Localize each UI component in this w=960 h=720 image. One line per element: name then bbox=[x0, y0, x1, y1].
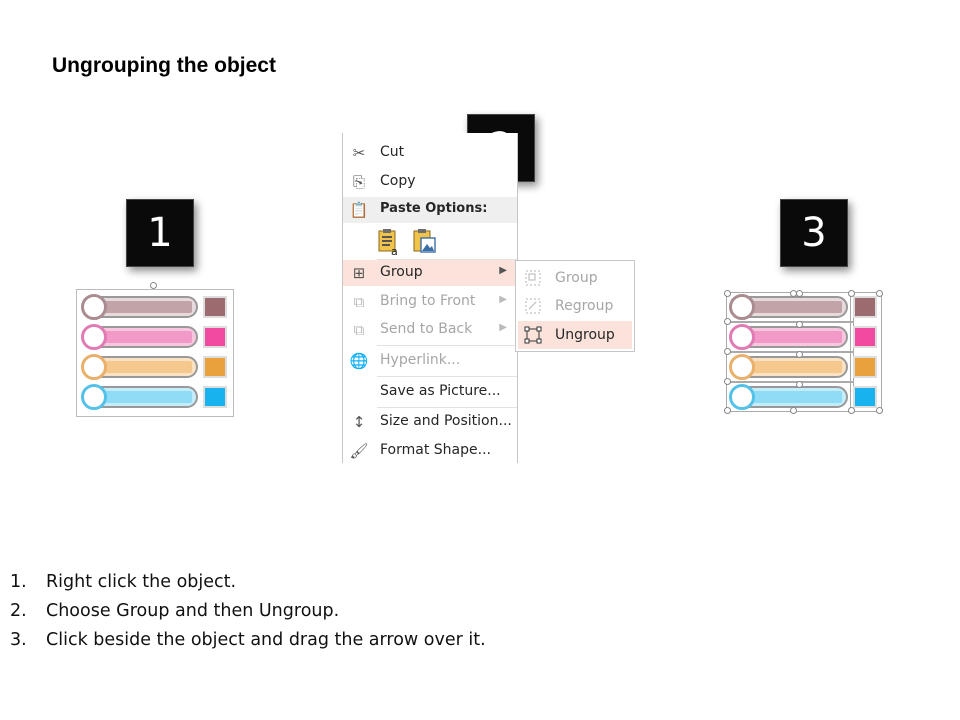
step-badge-3: 3 bbox=[780, 199, 848, 267]
resize-handle[interactable] bbox=[724, 290, 731, 297]
bar-blue bbox=[84, 386, 198, 408]
hyperlink-icon: 🌐 bbox=[349, 352, 369, 370]
format-shape-icon: 🖌 bbox=[349, 442, 369, 460]
menu-item-cut[interactable]: ✂ Cut bbox=[343, 140, 517, 166]
send-to-back-icon: ⧉ bbox=[353, 321, 365, 339]
paste-options-header: 📋 Paste Options: bbox=[343, 197, 517, 223]
square-blue bbox=[853, 386, 877, 408]
resize-handle[interactable] bbox=[796, 381, 803, 388]
resize-handle[interactable] bbox=[876, 290, 883, 297]
context-menu: ✂ Cut ⎘ Copy 📋 Paste Options: a ⊞ Group … bbox=[342, 133, 518, 463]
instruction-steps: 1.Right click the object. 2.Choose Group… bbox=[10, 568, 486, 655]
menu-separator bbox=[377, 407, 517, 408]
resize-handle[interactable] bbox=[848, 290, 855, 297]
svg-text:a: a bbox=[391, 245, 398, 257]
circle-orange bbox=[729, 354, 755, 380]
bar-brown bbox=[84, 296, 198, 318]
circle-blue bbox=[729, 384, 755, 410]
resize-handle[interactable] bbox=[876, 407, 883, 414]
group-submenu: Group Regroup Ungroup bbox=[515, 260, 635, 352]
step-badge-1: 1 bbox=[126, 199, 194, 267]
step-row: 1.Right click the object. bbox=[10, 572, 237, 592]
grouped-object[interactable] bbox=[76, 282, 234, 418]
rotate-handle[interactable] bbox=[150, 282, 157, 289]
resize-handle[interactable] bbox=[790, 407, 797, 414]
menu-separator bbox=[377, 259, 517, 260]
resize-handle[interactable] bbox=[724, 407, 731, 414]
square-brown bbox=[203, 296, 227, 318]
circle-orange bbox=[81, 354, 107, 380]
bar-brown bbox=[732, 296, 848, 318]
copy-icon: ⎘ bbox=[352, 173, 365, 191]
square-orange bbox=[853, 356, 877, 378]
bring-to-front-icon: ⧉ bbox=[353, 293, 365, 311]
circle-brown bbox=[81, 294, 107, 320]
ungroup-icon bbox=[524, 326, 542, 344]
resize-handle[interactable] bbox=[796, 351, 803, 358]
size-position-icon: ↕ bbox=[352, 413, 366, 431]
shape-selection-box bbox=[850, 292, 882, 412]
bar-pink bbox=[84, 326, 198, 348]
page-title: Ungrouping the object bbox=[52, 54, 276, 77]
submenu-arrow-icon: ▶ bbox=[499, 294, 507, 305]
menu-separator bbox=[377, 345, 517, 346]
paste-keep-text-icon[interactable]: a bbox=[376, 227, 402, 257]
step-row: 3.Click beside the object and drag the a… bbox=[10, 630, 486, 650]
circle-brown bbox=[729, 294, 755, 320]
resize-handle[interactable] bbox=[724, 348, 731, 355]
square-brown bbox=[853, 296, 877, 318]
menu-item-format-shape[interactable]: 🖌 Format Shape... bbox=[349, 442, 491, 460]
bar-blue bbox=[732, 386, 848, 408]
resize-handle[interactable] bbox=[724, 318, 731, 325]
resize-handle[interactable] bbox=[848, 407, 855, 414]
scissors-icon: ✂ bbox=[352, 144, 366, 162]
circle-pink bbox=[81, 324, 107, 350]
paste-picture-icon[interactable] bbox=[411, 227, 437, 257]
menu-item-send-to-back[interactable]: ⧉ Send to Back ▶ bbox=[343, 317, 517, 343]
bar-orange bbox=[84, 356, 198, 378]
menu-item-copy[interactable]: ⎘ Copy bbox=[343, 169, 517, 195]
menu-separator bbox=[377, 376, 517, 377]
submenu-arrow-icon: ▶ bbox=[499, 322, 507, 333]
group-icon: ⊞ bbox=[352, 264, 366, 282]
menu-item-hyperlink[interactable]: 🌐 Hyperlink... bbox=[349, 352, 461, 370]
bar-orange bbox=[732, 356, 848, 378]
step-row: 2.Choose Group and then Ungroup. bbox=[10, 601, 340, 621]
submenu-item-group[interactable]: Group bbox=[518, 264, 632, 292]
menu-item-bring-to-front[interactable]: ⧉ Bring to Front ▶ bbox=[343, 289, 517, 315]
circle-blue bbox=[81, 384, 107, 410]
circle-pink bbox=[729, 324, 755, 350]
square-blue bbox=[203, 386, 227, 408]
menu-item-size-and-position[interactable]: ↕ Size and Position... bbox=[343, 409, 517, 435]
menu-item-save-as-picture[interactable]: Save as Picture... bbox=[380, 383, 501, 399]
group-icon bbox=[525, 270, 541, 286]
resize-handle[interactable] bbox=[796, 290, 803, 297]
submenu-arrow-icon: ▶ bbox=[499, 265, 507, 276]
regroup-icon bbox=[525, 298, 541, 314]
bar-pink bbox=[732, 326, 848, 348]
resize-handle[interactable] bbox=[796, 321, 803, 328]
paste-icon: 📋 bbox=[349, 201, 369, 219]
square-orange bbox=[203, 356, 227, 378]
square-pink bbox=[853, 326, 877, 348]
group-selection-box bbox=[76, 289, 234, 417]
resize-handle[interactable] bbox=[724, 378, 731, 385]
submenu-item-regroup[interactable]: Regroup bbox=[518, 292, 632, 320]
ungrouped-object[interactable] bbox=[724, 288, 884, 420]
square-pink bbox=[203, 326, 227, 348]
submenu-item-ungroup[interactable]: Ungroup bbox=[518, 321, 632, 349]
menu-item-group[interactable]: ⊞ Group ▶ bbox=[343, 260, 517, 286]
